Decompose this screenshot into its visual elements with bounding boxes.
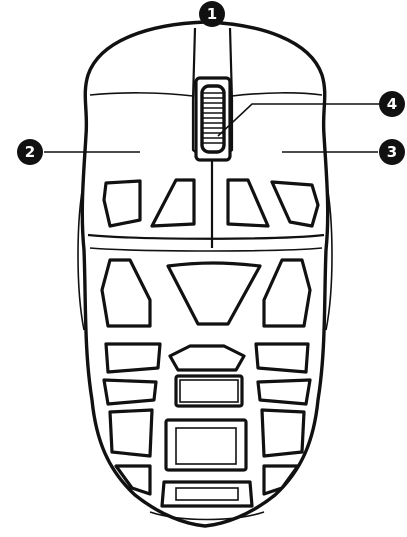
scroll-wheel-ribs (203, 92, 223, 144)
callout-4-leader (217, 103, 380, 137)
center-recess-lower-inner (175, 427, 237, 465)
mid-hole-right (262, 258, 312, 328)
callout-4-number: 4 (387, 95, 397, 113)
row6-hole-left (114, 464, 152, 496)
row6-hole-right (262, 464, 300, 496)
row6-hole-center-inner (175, 487, 239, 501)
callout-3-number: 3 (387, 143, 397, 161)
button-base-line-lower (89, 247, 323, 252)
callout-4: 4 (379, 91, 405, 117)
left-side-edge (77, 179, 85, 331)
right-side-edge (325, 179, 333, 331)
row3-hole-left-outer (104, 342, 162, 374)
row4-hole-right-outer (256, 378, 312, 406)
upper-hole-left-inner (150, 178, 196, 228)
mid-hole-left (100, 258, 152, 328)
bottom-plate (149, 511, 265, 521)
callout-2-number: 2 (25, 143, 35, 161)
row4-hole-left-outer (102, 378, 158, 406)
center-recess-lower (164, 418, 248, 472)
upper-hole-right-inner (226, 178, 270, 228)
upper-hole-left-outer (102, 179, 142, 228)
upper-hole-right-outer (270, 180, 320, 228)
row3-hole-left-mid (168, 344, 246, 372)
callout-1: 1 (199, 1, 225, 27)
row3-hole-right-outer (254, 342, 310, 374)
row5-hole-right (260, 408, 306, 458)
row5-hole-left (108, 408, 154, 458)
center-recess-upper (174, 374, 244, 408)
callout-2: 2 (17, 139, 43, 165)
mid-hole-center (166, 261, 262, 326)
callout-3: 3 (379, 139, 405, 165)
scroll-wheel[interactable] (200, 84, 226, 154)
right-button-contour (231, 92, 323, 97)
callout-1-number: 1 (207, 5, 217, 23)
button-base-line (87, 233, 325, 240)
center-recess-upper-inner (179, 379, 239, 403)
left-button-contour (89, 92, 194, 97)
